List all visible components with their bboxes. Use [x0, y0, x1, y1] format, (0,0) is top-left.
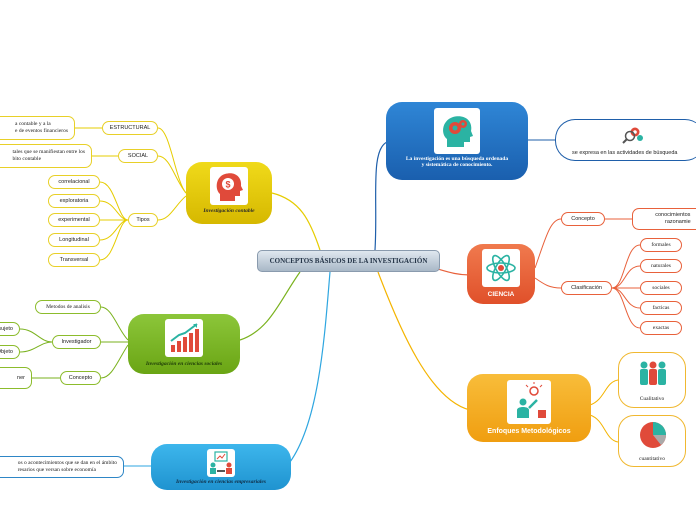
estructural-detail[interactable]: a contable y a la e de eventos financier…: [0, 116, 75, 140]
ciencia-concepto-detail[interactable]: conocimientos razonamie: [632, 208, 696, 230]
head-dollar-icon: $: [210, 167, 248, 205]
topic-empresariales-title: Investigación en ciencias empresariales: [176, 479, 266, 485]
social-detail-line-1: tales que se manifiestan entre los: [12, 149, 85, 156]
business-meeting-icon: [207, 449, 235, 477]
sociales-concepto-detail[interactable]: ner: [0, 367, 32, 389]
investigador[interactable]: Investigador: [52, 335, 101, 349]
topic-sociales-title: Investigación en ciencias sociales: [145, 361, 223, 367]
estructural-detail-line-2: e de eventos financieros: [15, 128, 68, 134]
metodos-analisis[interactable]: Metodos de analisis: [35, 300, 101, 314]
svg-text:$: $: [225, 180, 230, 190]
contable-social[interactable]: SOCIAL: [118, 149, 158, 163]
clasificacion-item[interactable]: facticas: [640, 301, 682, 315]
title-line-2: y sistemática de conocimiento.: [421, 162, 493, 168]
clasificacion-item[interactable]: sociales: [640, 281, 682, 295]
cualitativo-label: Cualitativo: [639, 396, 665, 402]
head-gears-icon: [434, 108, 480, 154]
people-group-icon: [636, 357, 670, 391]
estructural-detail-line-1: a contable y a la: [15, 121, 51, 128]
tipo-item[interactable]: experimental: [48, 213, 100, 227]
tipo-item[interactable]: Longitudinal: [48, 233, 100, 247]
topic-contable-title: Investigación contable: [203, 208, 255, 214]
tipo-item[interactable]: exploratoria: [48, 194, 100, 208]
objeto[interactable]: Objeto: [0, 345, 20, 359]
cuantitativo-node[interactable]: cuantitativo: [618, 415, 686, 467]
topic-investigacion-title: La investigación es una búsqueda ordenad…: [386, 156, 528, 168]
empresariales-detail-line-1: os o acontecimientos que se dan en el ám…: [17, 460, 117, 467]
cuantitativo-label: cuantitativo: [639, 456, 665, 462]
concepto-detail-line-2: razonamie: [665, 219, 691, 225]
clasificacion-item[interactable]: naturales: [640, 259, 682, 273]
person-idea-icon: [507, 380, 551, 424]
social-detail[interactable]: tales que se manifiestan entre los bito …: [0, 144, 92, 168]
clasificacion-item[interactable]: formales: [640, 238, 682, 252]
ciencia-concepto[interactable]: Concepto: [561, 212, 605, 226]
empresariales-detail[interactable]: os o acontecimientos que se dan en el ám…: [0, 456, 124, 478]
search-gears-icon: [622, 125, 644, 145]
busqueda-node[interactable]: se expresa en las actividades de búsqued…: [555, 119, 696, 161]
social-detail-line-2: bito contable: [12, 156, 42, 162]
tipo-item[interactable]: correlacional: [48, 175, 100, 189]
sujeto[interactable]: sujeto: [0, 322, 20, 336]
atom-icon: [482, 249, 520, 287]
topic-empresariales[interactable]: Investigación en ciencias empresariales: [151, 444, 291, 490]
central-topic[interactable]: CONCEPTOS BÁSICOS DE LA INVESTIGACIÓN: [257, 250, 440, 272]
topic-enfoques[interactable]: Enfoques Metodológicos: [467, 374, 591, 442]
growth-chart-icon: [165, 319, 203, 357]
topic-sociales[interactable]: Investigación en ciencias sociales: [128, 314, 240, 374]
topic-investigacion[interactable]: La investigación es una búsqueda ordenad…: [386, 102, 528, 180]
pie-chart-icon: [637, 419, 669, 451]
clasificacion-item[interactable]: exactas: [640, 321, 682, 335]
topic-contable[interactable]: $ Investigación contable: [186, 162, 272, 224]
title-line-1: La investigación es una búsqueda ordenad…: [405, 156, 509, 162]
topic-ciencia-title: CIENCIA: [487, 291, 515, 298]
tipo-item[interactable]: Transversal: [48, 253, 100, 267]
empresariales-detail-line-2: resarios que versan sobre economía: [17, 467, 96, 473]
topic-enfoques-title: Enfoques Metodológicos: [487, 428, 571, 435]
topic-ciencia[interactable]: CIENCIA: [467, 244, 535, 304]
contable-tipos[interactable]: Tipos: [128, 213, 158, 227]
concepto-detail-line-1: conocimientos: [655, 212, 691, 219]
sociales-concepto[interactable]: Concepto: [60, 371, 101, 385]
contable-estructural[interactable]: ESTRUCTURAL: [102, 121, 158, 135]
ciencia-clasificacion[interactable]: Clasificación: [561, 281, 612, 295]
busqueda-label: se expresa en las actividades de búsqued…: [572, 150, 678, 156]
central-topic-label: CONCEPTOS BÁSICOS DE LA INVESTIGACIÓN: [269, 257, 428, 265]
cualitativo-node[interactable]: Cualitativo: [618, 352, 686, 408]
